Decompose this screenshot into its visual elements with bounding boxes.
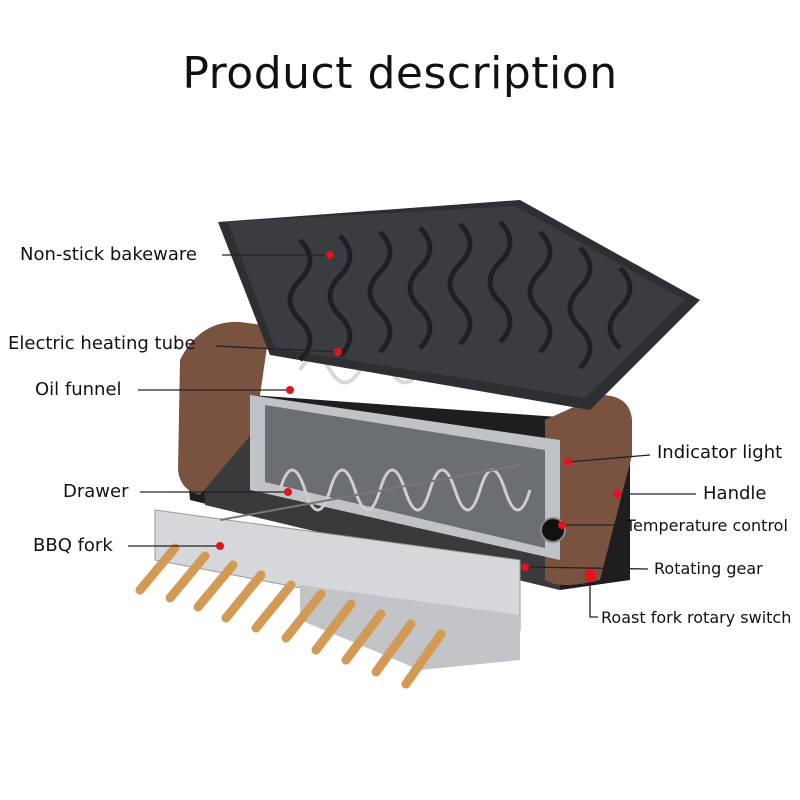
label-drawer: Drawer <box>63 481 129 502</box>
label-indicator-light: Indicator light <box>657 442 783 463</box>
label-temperature-control: Temperature control <box>626 516 788 535</box>
label-oil-funnel: Oil funnel <box>35 379 122 400</box>
page-title: Product description <box>182 48 618 99</box>
pointer-lines <box>128 254 696 618</box>
label-roast-fork-rotary-switch: Roast fork rotary switch <box>601 608 792 627</box>
pointer-dots <box>216 251 621 582</box>
label-bbq-fork: BBQ fork <box>33 535 113 556</box>
label-non-stick-bakeware: Non-stick bakeware <box>20 244 198 265</box>
label-rotating-gear: Rotating gear <box>654 559 763 578</box>
label-electric-heating-tube: Electric heating tube <box>8 333 196 354</box>
label-handle: Handle <box>703 483 767 504</box>
bakeware-plate <box>218 200 700 410</box>
grill-body <box>135 321 632 689</box>
